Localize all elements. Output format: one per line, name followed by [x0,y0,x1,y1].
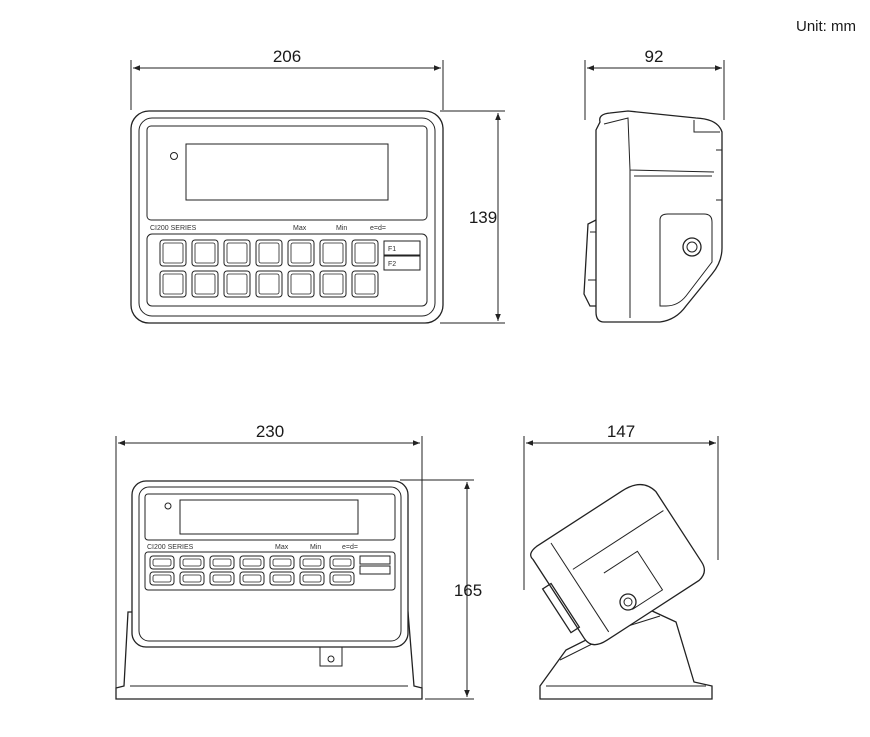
keypad-key-inner [322,242,344,264]
front-max-label: Max [293,225,307,232]
keypad-key [209,555,235,570]
keypad-key-inner [182,558,202,567]
keypad-key [159,270,187,298]
keypad-panel [146,233,428,307]
keypad-key [329,571,355,586]
keypad-key [319,270,347,298]
keypad-key-inner [302,574,322,583]
keypad-key-inner [272,558,292,567]
keypad-key-inner [272,574,292,583]
side-pivot-knob [682,237,702,257]
keypad-key [351,270,379,298]
lcd-screen [185,143,389,201]
keypad-key [299,555,325,570]
side-housing [595,110,723,323]
stand-front-view: 230 165 CI200 SERIES Max Min e=d= [115,422,482,700]
keypad-key [191,270,219,298]
keypad-key-inner [290,273,312,295]
keypad-key [329,555,355,570]
keypad-key [209,571,235,586]
keypad-key-inner [152,558,172,567]
keypad-key-inner [302,558,322,567]
front-width-label: 206 [273,47,301,66]
keypad-key [149,555,175,570]
stand-front-width-label: 230 [256,422,284,441]
keypad-key-inner [290,242,312,264]
keypad-key [179,571,205,586]
keypad-key-inner [258,242,280,264]
keypad-key [319,239,347,267]
keypad-key-inner [152,574,172,583]
keypad-key [287,239,315,267]
front-f2-label: F2 [388,261,396,268]
keypad-key-inner [162,273,184,295]
keypad-key-inner [354,242,376,264]
keypad-key-inner [322,273,344,295]
keypad-key-inner [242,558,262,567]
side-width-label: 92 [645,47,664,66]
keypad-key [159,239,187,267]
keypad-key-inner [226,273,248,295]
keypad-key-inner [194,242,216,264]
keypad-key [191,239,219,267]
stand-front-height-label: 165 [454,581,482,600]
front-series-label: CI200 SERIES [150,225,197,232]
keypad-key [255,239,283,267]
side-view: 92 [583,47,725,323]
keypad-key-inner [212,574,232,583]
keypad-key [299,571,325,586]
keypad-key [223,239,251,267]
indicator-body [130,110,444,324]
stand-side-width-label: 147 [607,422,635,441]
keypad-key [269,571,295,586]
keypad-key-inner [332,574,352,583]
keypad-key-inner [194,273,216,295]
stand-side-view: 147 [523,422,719,700]
stand-max-label: Max [275,544,289,551]
stand-side-pivot-knob [619,593,637,611]
status-led [170,152,178,160]
keypad-key [255,270,283,298]
unit-label: Unit: mm [796,18,856,35]
keypad-key-inner [226,242,248,264]
keypad-key-inner [354,273,376,295]
stand-min-label: Min [310,544,321,551]
front-f1-label: F1 [388,246,396,253]
front-keypad [159,239,379,298]
front-view: 206 139 CI200 SERIES Max Min e=d= F1 F2 [130,47,505,324]
front-height-label: 139 [469,208,497,227]
keypad-key [239,571,265,586]
keypad-key [239,555,265,570]
keypad-key [223,270,251,298]
front-ed-label: e=d= [370,225,386,232]
keypad-key-inner [212,558,232,567]
keypad-key [179,555,205,570]
keypad-key-inner [242,574,262,583]
keypad-key [149,571,175,586]
keypad-key [287,270,315,298]
keypad-key [351,239,379,267]
stand-side-housing [530,483,706,646]
keypad-key-inner [258,273,280,295]
front-min-label: Min [336,225,347,232]
keypad-key-inner [332,558,352,567]
stand-keypad [149,555,355,586]
keypad-key-inner [182,574,202,583]
keypad-key-inner [162,242,184,264]
stand-ed-label: e=d= [342,544,358,551]
stand-series-label: CI200 SERIES [147,544,194,551]
stand-side-keypad-edge [541,582,581,634]
keypad-key [269,555,295,570]
display-window [146,125,428,221]
